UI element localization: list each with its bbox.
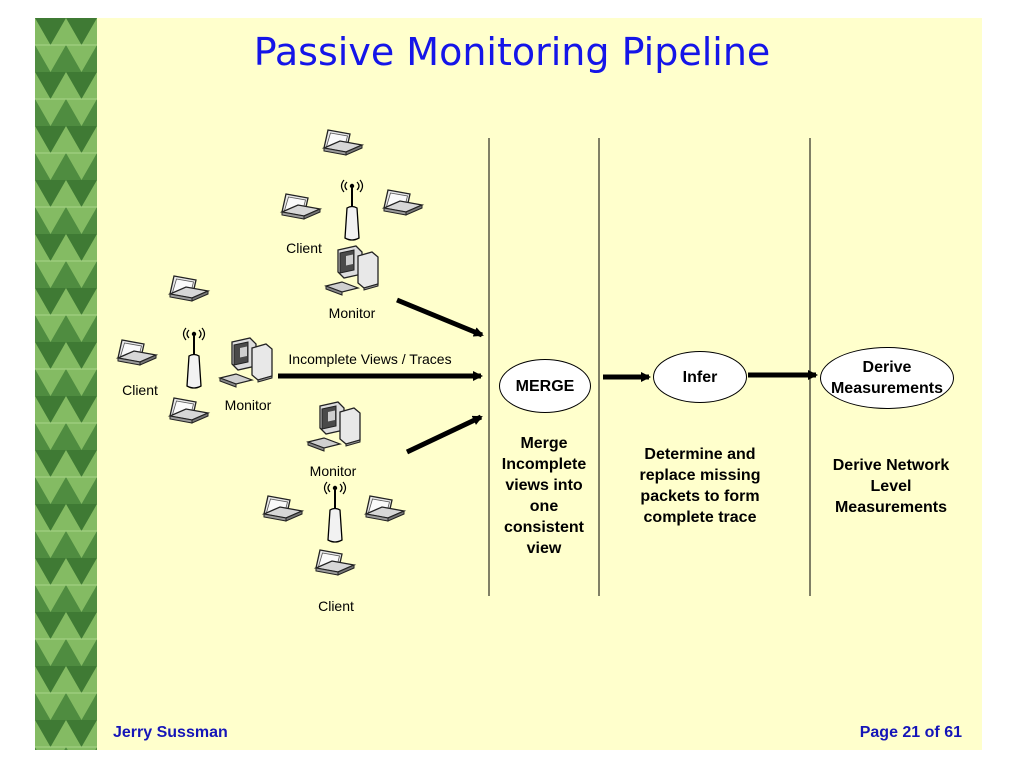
infer-description: Determine and replace missing packets to… (639, 446, 761, 526)
monitor-label: Monitor (309, 463, 357, 479)
desktop-computer-icon (219, 337, 273, 388)
client-label: Client (286, 240, 322, 256)
laptop-icon (281, 193, 321, 220)
laptop-icon (117, 339, 157, 366)
laptop-icon (323, 129, 363, 156)
arrow (396, 297, 484, 338)
footer-page-number: Page 21 of 61 (859, 724, 962, 741)
monitor-label: Monitor (224, 397, 272, 413)
arrow (405, 414, 483, 455)
derive-description: Derive Network Level Measurements (832, 457, 950, 516)
laptop-icon (263, 495, 303, 522)
monitor-label: Monitor (328, 305, 376, 321)
infer-stage: Infer (653, 351, 747, 403)
client-label: Client (318, 598, 354, 614)
laptop-icon (169, 397, 209, 424)
laptop-icon (365, 495, 405, 522)
wireless-access-point-icon (182, 327, 206, 389)
laptop-icon (383, 189, 423, 216)
wireless-access-point-icon (340, 179, 364, 241)
merge-description: Merge Incomplete views into one consiste… (501, 435, 587, 557)
laptop-icon (315, 549, 355, 576)
desktop-computer-icon (325, 245, 379, 296)
incomplete-views-label: Incomplete Views / Traces (288, 351, 452, 367)
decorative-sidebar (35, 18, 97, 750)
derive-measurements-stage: Derive Measurements (820, 347, 954, 409)
footer-author: Jerry Sussman (113, 724, 228, 741)
wireless-access-point-icon (323, 481, 347, 543)
desktop-computer-icon (307, 401, 361, 452)
laptop-icon (169, 275, 209, 302)
slide-title: Passive Monitoring Pipeline (253, 30, 771, 74)
client-label: Client (122, 382, 158, 398)
merge-stage: MERGE (499, 359, 591, 413)
